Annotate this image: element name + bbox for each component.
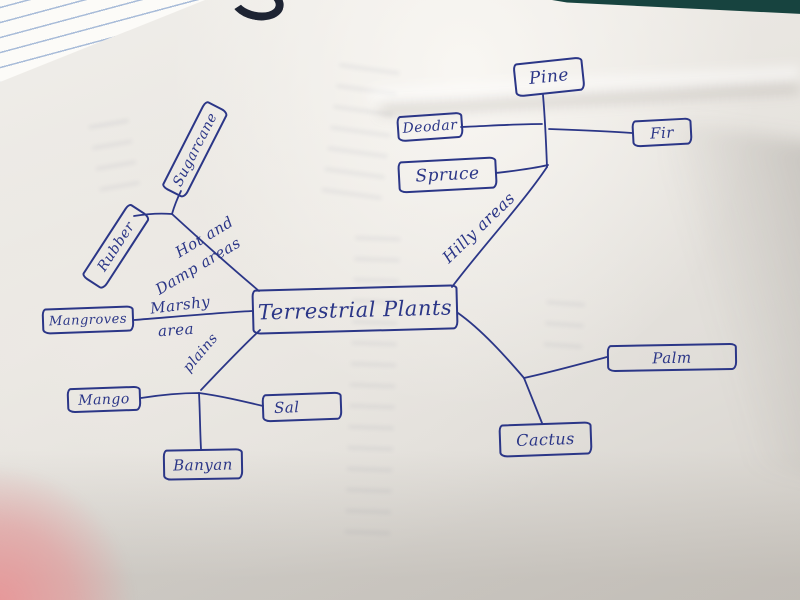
edge-pine-deodar bbox=[460, 123, 543, 128]
node-fir: Fir bbox=[631, 117, 693, 148]
node-mangroves: Mangroves bbox=[41, 305, 135, 335]
pink-blur-foreground bbox=[0, 465, 135, 600]
ink-bleed-smudge bbox=[319, 56, 401, 214]
label-marshy: Marshy bbox=[149, 292, 212, 318]
node-rubber: Rubber bbox=[80, 202, 152, 291]
edge-mango-sal-bar bbox=[140, 392, 264, 407]
ink-bleed-smudge bbox=[87, 112, 143, 208]
node-palm: Palm bbox=[606, 342, 738, 373]
edge-banyan-stem bbox=[198, 392, 202, 450]
label-hilly-areas: Hilly areas bbox=[438, 188, 519, 267]
edge-pine-fir bbox=[548, 128, 633, 134]
node-mango: Mango bbox=[66, 385, 142, 414]
node-terrestrial-plants: Terrestrial Plants bbox=[251, 284, 459, 335]
node-sugarcane: Sugarcane bbox=[160, 99, 230, 200]
ink-bleed-smudge bbox=[542, 293, 586, 367]
label-area: area bbox=[157, 319, 195, 341]
edge-right-branch bbox=[457, 312, 525, 379]
edge-pine-spruce bbox=[495, 164, 549, 174]
node-pine: Pine bbox=[512, 56, 586, 98]
paper-fold-shadow bbox=[620, 120, 800, 490]
node-deodar: Deodar bbox=[396, 111, 464, 143]
node-sal: Sal bbox=[261, 391, 343, 423]
node-spruce: Spruce bbox=[397, 156, 498, 194]
edge-cactus bbox=[523, 377, 543, 424]
node-cactus: Cactus bbox=[498, 421, 593, 458]
node-banyan: Banyan bbox=[162, 448, 244, 481]
